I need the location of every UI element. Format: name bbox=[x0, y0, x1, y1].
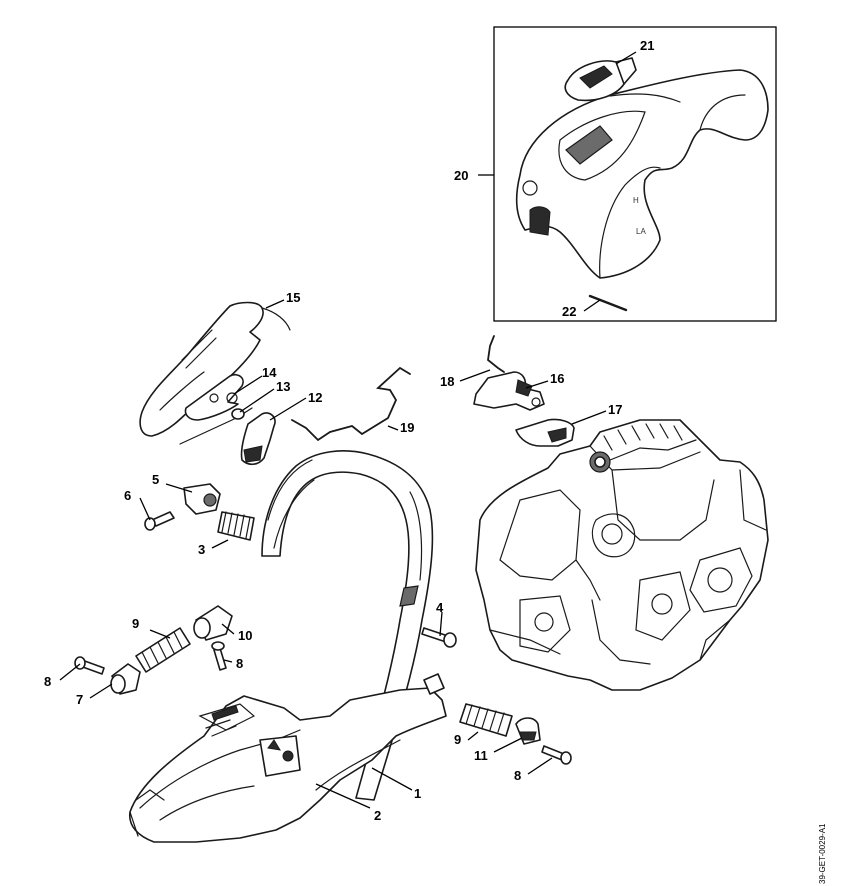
callout-22: 22 bbox=[562, 304, 576, 319]
callout-4: 4 bbox=[436, 600, 444, 615]
callout-18: 18 bbox=[440, 374, 454, 389]
detail-box bbox=[493, 26, 777, 322]
callout-3: 3 bbox=[198, 542, 205, 557]
callout-19: 19 bbox=[400, 420, 414, 435]
plug-10-part bbox=[193, 605, 233, 641]
buffer-block-5-part bbox=[183, 483, 221, 515]
pin-part bbox=[588, 294, 628, 312]
leader-lines bbox=[59, 51, 637, 809]
lever-plate-part bbox=[184, 373, 244, 421]
callout-labels: 1 2 3 4 5 6 7 8 8 8 9 9 10 11 12 13 14 1… bbox=[44, 38, 654, 823]
callout-20: 20 bbox=[454, 168, 468, 183]
callout-14: 14 bbox=[262, 365, 277, 380]
callout-9-left: 9 bbox=[132, 616, 139, 631]
callout-7: 7 bbox=[76, 692, 83, 707]
throttle-rod-part bbox=[291, 366, 411, 442]
callout-13: 13 bbox=[276, 379, 290, 394]
screw-8-middle-part bbox=[211, 641, 227, 671]
cover-mark-h: H bbox=[633, 196, 639, 205]
screw-8-right-part bbox=[541, 745, 572, 765]
callout-6: 6 bbox=[124, 488, 131, 503]
callout-8-middle: 8 bbox=[236, 656, 243, 671]
callout-15: 15 bbox=[286, 290, 300, 305]
slide-control-part bbox=[473, 371, 545, 411]
engine-block-part bbox=[475, 419, 769, 691]
screw-8-left-part bbox=[74, 656, 105, 675]
document-id: 39-GET-0029-A1 bbox=[818, 823, 827, 884]
buffer-11-part bbox=[515, 717, 541, 745]
callout-8-left: 8 bbox=[44, 674, 51, 689]
choke-lever-part bbox=[515, 418, 575, 447]
handle-frame-part bbox=[129, 687, 447, 843]
callout-5: 5 bbox=[152, 472, 159, 487]
av-spring-9-left-part bbox=[135, 627, 191, 673]
callout-8-right: 8 bbox=[514, 768, 521, 783]
shroud-cover-part: H LA bbox=[515, 69, 769, 279]
cover-knob-part bbox=[564, 57, 637, 102]
av-spring-3-part bbox=[217, 511, 255, 541]
callout-11: 11 bbox=[474, 748, 488, 763]
throttle-lever-part bbox=[240, 412, 276, 466]
callout-1: 1 bbox=[414, 786, 421, 801]
cover-mark-la: LA bbox=[636, 227, 646, 236]
callout-16: 16 bbox=[550, 371, 564, 386]
callout-9-right: 9 bbox=[454, 732, 461, 747]
callout-12: 12 bbox=[308, 390, 322, 405]
callout-10: 10 bbox=[238, 628, 252, 643]
callout-2: 2 bbox=[374, 808, 381, 823]
screw-6-part bbox=[144, 511, 175, 531]
handle-cover-part bbox=[139, 301, 291, 437]
buffer-upper-right-part bbox=[423, 673, 445, 695]
callout-21: 21 bbox=[640, 38, 654, 53]
linkage-rod-part bbox=[487, 335, 505, 373]
screw-4-part bbox=[421, 627, 457, 648]
av-spring-9-right-part bbox=[459, 703, 513, 737]
buffer-7-part bbox=[110, 663, 141, 695]
callout-17: 17 bbox=[608, 402, 622, 417]
